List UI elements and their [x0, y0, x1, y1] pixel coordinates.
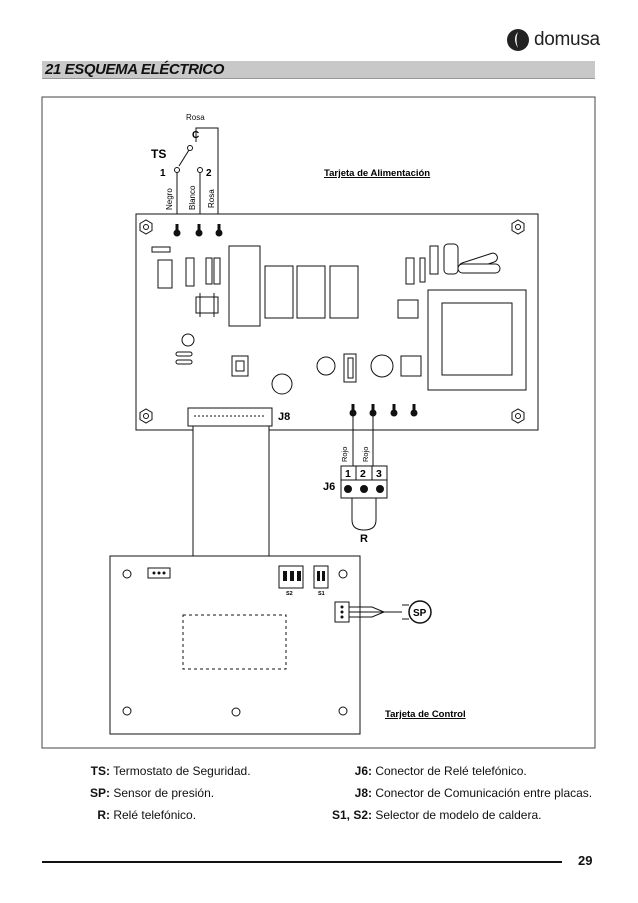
s2-label: S2 [286, 591, 293, 597]
legend-key: S1, S2: [331, 808, 372, 822]
j6-pin-2: 2 [360, 468, 366, 480]
legend-desc: Sensor de presión. [113, 786, 215, 800]
legend-key: J6: [354, 764, 372, 778]
j8-ribbon-cable: J8 J8 [187, 407, 290, 599]
wire-rosa-label: Rosa [207, 189, 216, 208]
s1-label: S1 [318, 591, 325, 597]
j6-pin-3: 3 [376, 468, 382, 480]
j6-pin-1: 1 [345, 468, 351, 480]
ts-common-label: C [192, 130, 199, 141]
ts-pin1-label: 1 [160, 168, 166, 179]
legend-item-ts: TS: Termostato de Seguridad. [60, 764, 251, 778]
ts-label: TS [151, 147, 166, 161]
pressure-sensor: SP [349, 600, 432, 624]
legend-key: R: [97, 808, 110, 822]
legend-desc: Selector de modelo de caldera. [375, 808, 542, 822]
legend-desc: Conector de Comunicación entre placas. [375, 786, 593, 800]
wire-negro-label: Negro [165, 188, 174, 210]
safety-thermostat: Rosa C TS 1 2 Negro Blanco Rosa [151, 113, 219, 214]
wire-rojo-2-label: Rojo [361, 447, 370, 462]
power-board-title: Tarjeta de Alimentación [324, 168, 430, 179]
j8-top-label: J8 [278, 411, 290, 423]
wire-rojo-1-label: Rojo [340, 447, 349, 462]
sp-label: SP [413, 608, 427, 619]
page-number: 29 [578, 853, 593, 868]
legend-item-sp: SP: Sensor de presión. [60, 786, 214, 800]
power-board: Tarjeta de Alimentación [135, 168, 539, 431]
legend-desc: Termostato de Seguridad. [113, 764, 251, 778]
legend-key: J8: [354, 786, 372, 800]
section-title: 21 ESQUEMA ELÉCTRICO [45, 61, 224, 78]
legend-item-s1-s2: S1, S2: Selector de modelo de caldera. [322, 808, 541, 822]
control-board-title: Tarjeta de Control [385, 709, 466, 720]
legend-item-r: R: Relé telefónico. [60, 808, 196, 822]
domusa-logo-icon [507, 29, 529, 51]
legend-desc: Conector de Relé telefónico. [375, 764, 527, 778]
footer-rule [42, 861, 562, 863]
legend-item-j8: J8: Conector de Comunicación entre placa… [322, 786, 592, 800]
legend-key: TS: [90, 764, 110, 778]
section-title-bar: 21 ESQUEMA ELÉCTRICO [42, 61, 595, 79]
j6-connector: Rojo Rojo 1 2 3 J6 R [323, 416, 388, 545]
j6-label: J6 [323, 481, 335, 493]
control-board: S2 S1 Tarjeta de Control [109, 555, 466, 735]
domusa-logo: domusa [506, 27, 600, 53]
relay-label: R [360, 533, 368, 545]
ts-pin2-label: 2 [206, 168, 212, 179]
wire-top-label: Rosa [186, 113, 205, 122]
legend-desc: Relé telefónico. [113, 808, 197, 822]
legend-item-j6: J6: Conector de Relé telefónico. [322, 764, 527, 778]
brand-name: domusa [534, 29, 600, 50]
legend-key: SP: [89, 786, 110, 800]
wire-blanco-label: Blanco [188, 185, 197, 210]
